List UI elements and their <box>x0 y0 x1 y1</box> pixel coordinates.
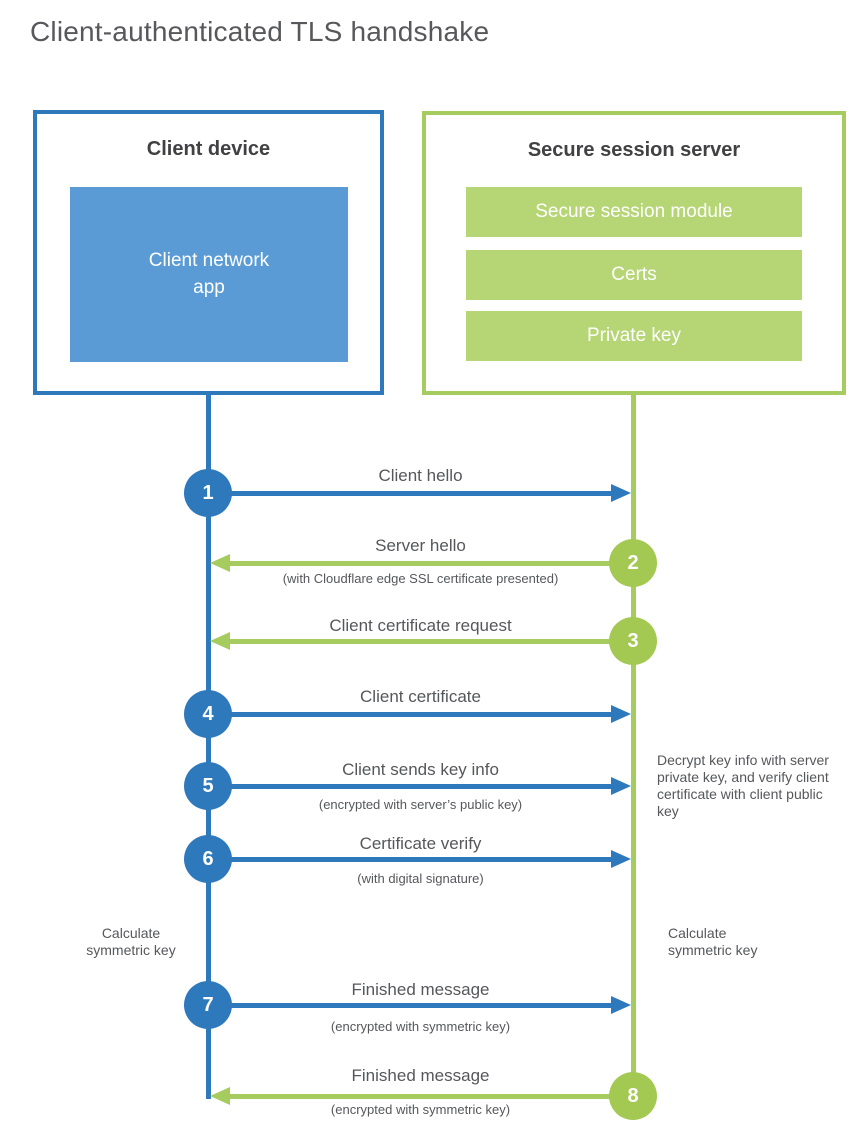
step-1-number: 1 <box>202 481 214 504</box>
step-5-number: 5 <box>202 774 214 797</box>
step-6-arrowhead-right-icon <box>611 850 631 868</box>
step-3-arrowhead-left-icon <box>210 632 230 650</box>
step-8-label: Finished message <box>351 1066 490 1085</box>
step-3-number: 3 <box>627 629 639 652</box>
client-network-app-label: Client network app <box>148 249 270 298</box>
server-lifeline <box>631 393 636 1096</box>
step-6-subtext: (with digital signature) <box>357 871 484 886</box>
step-6-label: Certificate verify <box>359 834 482 853</box>
step-2-subtext: (with Cloudflare edge SSL certificate pr… <box>282 571 559 586</box>
step-5-subtext: (encrypted with server’s public key) <box>318 797 523 812</box>
module-private-key-bar: Private key <box>466 311 802 361</box>
step-7-circle: 7 <box>184 981 232 1029</box>
step-8-subtext: (encrypted with symmetric key) <box>330 1102 511 1117</box>
step-5-arrowhead-right-icon <box>611 777 631 795</box>
step-8-arrowhead-left-icon <box>210 1087 230 1105</box>
step-6-circle: 6 <box>184 835 232 883</box>
step-7-arrowhead-right-icon <box>611 996 631 1014</box>
client-device-title: Client device <box>146 138 271 160</box>
step-1-arrowhead-right-icon <box>611 484 631 502</box>
step-3-label: Client certificate request <box>329 616 512 635</box>
step-7-arrow-line <box>208 1003 612 1008</box>
step-3-arrow-line <box>230 639 633 644</box>
step-2-arrow-line <box>230 561 633 566</box>
module-private-key-label: Private key <box>587 325 681 346</box>
calc-symmetric-left-note: Calculate symmetric key <box>86 925 176 958</box>
step-2-arrowhead-left-icon <box>210 554 230 572</box>
step-8-circle: 8 <box>609 1072 657 1120</box>
step-2-label: Server hello <box>375 536 466 555</box>
step-5-arrow-line <box>208 784 612 789</box>
module-secure-session-bar: Secure session module <box>466 187 802 237</box>
step-4-number: 4 <box>202 702 214 725</box>
step-1-circle: 1 <box>184 469 232 517</box>
step-2-number: 2 <box>627 551 639 574</box>
module-certs-label: Certs <box>611 264 657 285</box>
step-3-circle: 3 <box>609 617 657 665</box>
step-7-label: Finished message <box>351 980 490 999</box>
client-lifeline <box>206 393 211 1099</box>
step-4-arrow-line <box>208 712 612 717</box>
step-8-arrow-line <box>230 1094 633 1099</box>
step-4-circle: 4 <box>184 690 232 738</box>
step-1-label: Client hello <box>378 466 463 485</box>
step-4-arrowhead-right-icon <box>611 705 631 723</box>
step-7-number: 7 <box>202 993 214 1016</box>
step-4-label: Client certificate <box>360 687 481 706</box>
step-6-arrow-line <box>208 857 612 862</box>
page-title: Client-authenticated TLS handshake <box>30 16 490 47</box>
step-8-number: 8 <box>627 1084 639 1107</box>
server-box: Secure session server Secure session mod… <box>422 111 846 395</box>
decrypt-note: Decrypt key info with server private key… <box>657 752 829 819</box>
step-5-circle: 5 <box>184 762 232 810</box>
step-5-label: Client sends key info <box>342 760 499 779</box>
step-2-circle: 2 <box>609 539 657 587</box>
server-title: Secure session server <box>527 139 741 161</box>
step-1-arrow-line <box>208 491 612 496</box>
module-secure-session-label: Secure session module <box>535 201 733 222</box>
client-device-box: Client device Client network app <box>33 110 384 395</box>
calc-symmetric-right-note: Calculate symmetric key <box>668 925 758 958</box>
step-7-subtext: (encrypted with symmetric key) <box>330 1019 511 1034</box>
module-certs-bar: Certs <box>466 250 802 300</box>
step-6-number: 6 <box>202 847 214 870</box>
client-network-app-box: Client network app <box>70 187 348 362</box>
